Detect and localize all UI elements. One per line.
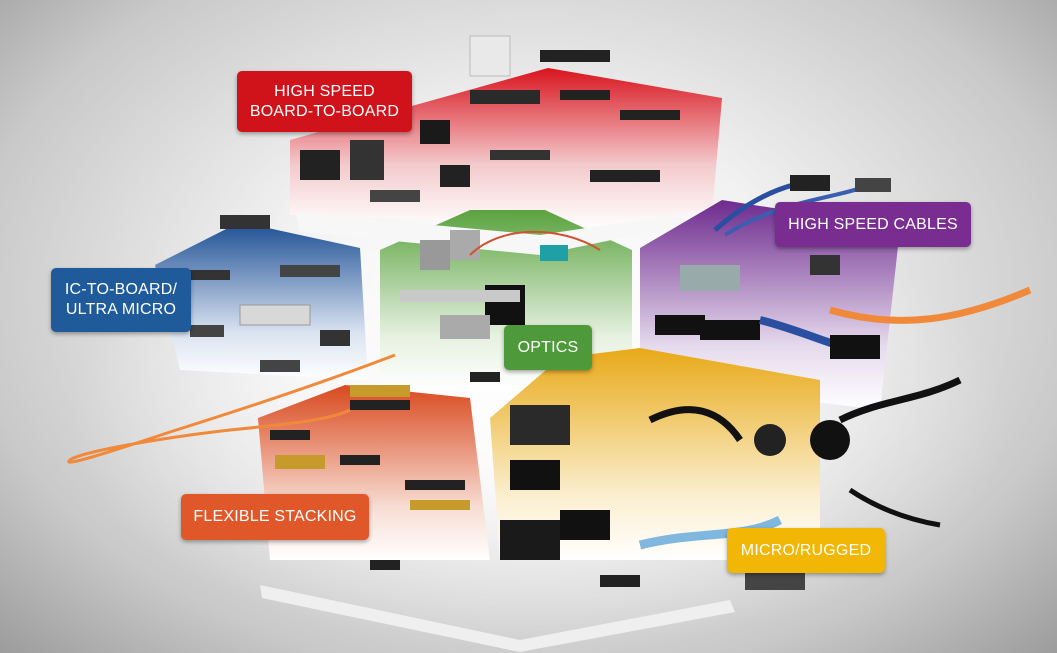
orange-fiber-loop — [67, 353, 396, 464]
ic-to-board-ultra-micro-label[interactable]: IC-TO-BOARD/ ULTRA MICRO — [51, 268, 191, 332]
optics-text: OPTICS — [517, 338, 579, 356]
high-speed-cables-label[interactable]: HIGH SPEED CABLES — [775, 202, 971, 247]
micro-rugged-label[interactable]: MICRO/RUGGED — [727, 528, 885, 573]
micro-rugged-text: MICRO/RUGGED — [740, 541, 872, 559]
orange-sector-parts — [270, 385, 470, 570]
red-sector-wall — [290, 68, 722, 228]
green-sector-parts — [400, 230, 601, 382]
platform-top — [295, 210, 705, 255]
high-speed-board-to-board-label[interactable]: HIGH SPEED BOARD-TO-BOARD — [237, 71, 412, 132]
optics-label[interactable]: OPTICS — [504, 325, 592, 370]
blue-sector-parts — [190, 215, 350, 372]
blue-sector-wall — [155, 222, 368, 380]
flexible-stacking-text: FLEXIBLE STACKING — [193, 508, 357, 525]
high-speed-cables-text: HIGH SPEED CABLES — [788, 215, 958, 233]
ic-to-board-line2: ULTRA MICRO — [65, 301, 177, 318]
high-speed-b2b-line2: BOARD-TO-BOARD — [249, 102, 400, 120]
high-speed-b2b-line1: HIGH SPEED — [274, 82, 375, 100]
platform-bottom — [260, 585, 735, 652]
red-sector-parts — [300, 35, 680, 202]
yellow-sector-wall — [490, 348, 820, 560]
yellow-sector-parts — [500, 376, 962, 590]
flexible-stacking-label[interactable]: FLEXIBLE STACKING — [181, 494, 369, 540]
ic-to-board-line1: IC-TO-BOARD/ — [64, 281, 178, 298]
